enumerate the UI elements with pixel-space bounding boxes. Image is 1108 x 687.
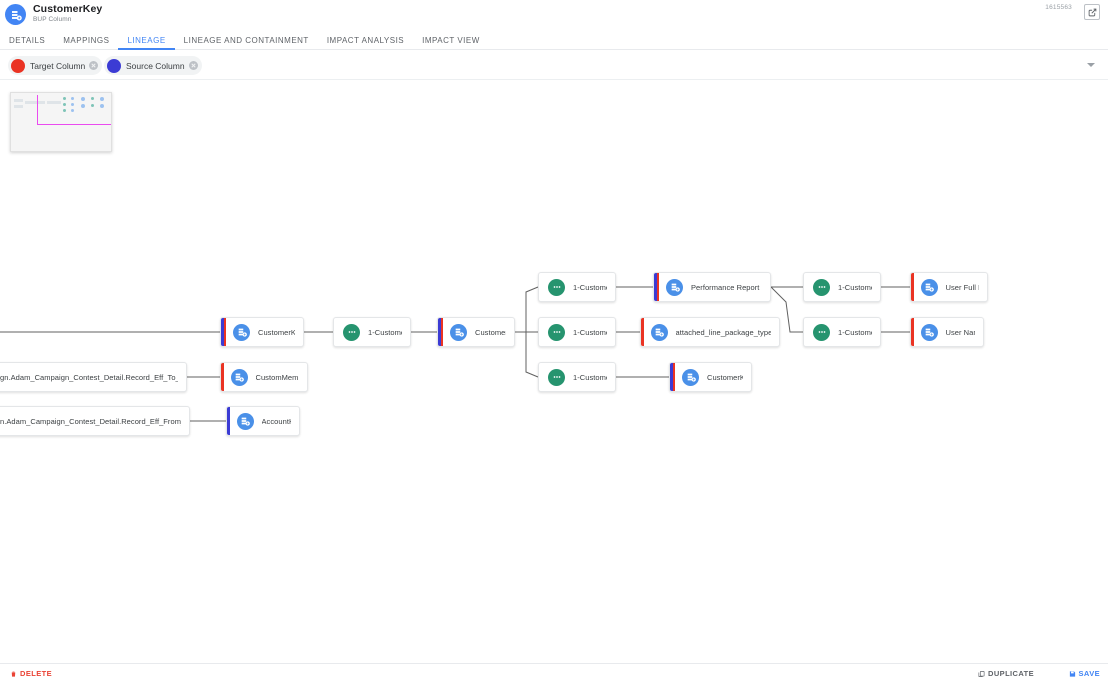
graph-node-label: CustomerKey [258,327,295,337]
tab-lineage[interactable]: LINEAGE [118,31,175,50]
dots-icon [343,323,360,341]
node-accent-bars [911,318,914,346]
graph-node-eff-to-dt[interactable]: gn.Adam_Campaign_Contest_Detail.Record_E… [0,362,187,392]
tab-lineage-and-containment[interactable]: LINEAGE AND CONTAINMENT [183,35,309,45]
graph-node-user-name[interactable]: User Name [910,317,984,347]
graph-node-label: CustomerID [475,327,506,337]
graph-node-label: gn.Adam_Campaign_Contest_Detail.Record_E… [0,372,178,382]
target-column-color-dot [11,58,25,73]
tab-mappings[interactable]: MAPPINGS [63,35,110,45]
tab-impact-analysis[interactable]: IMPACT ANALYSIS [326,35,405,45]
source-column-color-dot [107,58,121,73]
graph-node-customer-4[interactable]: 1-Customer-4 [538,317,616,347]
graph-node-label: n.Adam_Campaign_Contest_Detail.Record_Ef… [0,416,181,426]
record-id: 1615563 [1045,4,1072,11]
database-plus-icon [920,323,938,341]
graph-node-customer-1[interactable]: 1-Customer-1 [538,362,616,392]
duplicate-button[interactable]: DUPLICATE [978,669,1034,678]
database-plus-icon [233,323,250,341]
dots-icon [813,323,830,341]
graph-node-label: CustomerKey [707,372,743,382]
dots-icon [548,368,565,386]
graph-node-customer-3[interactable]: 1-Customer-3 [333,317,411,347]
filter-chip-target-column[interactable]: Target Column [8,56,103,75]
dots-icon [813,278,830,296]
tab-bar: DETAILS MAPPINGS LINEAGE LINEAGE AND CON… [0,31,1108,50]
dots-icon [548,323,565,341]
trash-icon [11,671,16,677]
minimap-viewport[interactable] [37,95,111,125]
graph-node-customerid[interactable]: CustomerID [437,317,515,347]
graph-minimap[interactable] [10,92,112,152]
graph-node-label: User Full Name [945,282,980,292]
graph-node-label: 1-Customer-4 [573,327,607,337]
graph-node-label: CustomMembers [255,372,300,382]
chevron-down-icon[interactable] [1087,63,1095,67]
close-icon[interactable] [89,61,99,70]
database-plus-icon [920,278,938,296]
duplicate-button-label: DUPLICATE [988,669,1034,678]
database-plus-icon [450,323,467,341]
graph-node-customer-5[interactable]: 1-Customer-5 [538,272,616,302]
graph-edges [0,286,910,422]
node-accent-bars [670,363,675,391]
database-plus-icon [5,4,26,25]
save-icon [1069,670,1075,677]
graph-node-accountkey[interactable]: AccountKey [226,406,300,436]
node-accent-bars [221,318,226,346]
tab-impact-view[interactable]: IMPACT VIEW [422,35,480,45]
close-icon[interactable] [188,61,198,70]
delete-button[interactable]: DELETE [10,669,52,678]
node-accent-bars [911,273,914,301]
graph-node-label: AccountKey [261,416,292,426]
graph-node-perf-report-dsu[interactable]: Performance Report DSU [653,272,771,302]
tab-details[interactable]: DETAILS [9,35,46,45]
graph-node-eff-from-dt[interactable]: n.Adam_Campaign_Contest_Detail.Record_Ef… [0,406,190,436]
save-button-label: SAVE [1078,669,1100,678]
lineage-graph-canvas[interactable]: gn.Adam_Campaign_Contest_Detail.Record_E… [0,80,1108,662]
graph-node-label: 1-Customer-5 [573,282,607,292]
database-plus-icon [682,368,699,386]
graph-node-customer-6[interactable]: 1-Customer-6 [803,272,881,302]
page-subtitle: BUP Column [33,16,72,23]
database-plus-icon [230,368,248,386]
node-accent-bars [654,273,659,301]
filter-chip-label: Target Column [30,60,86,71]
database-plus-icon [236,412,254,430]
node-accent-bars [641,318,644,346]
node-accent-bars [221,363,224,391]
filter-bar: Target Column Source Column [0,51,1108,80]
graph-node-user-full-name[interactable]: User Full Name [910,272,988,302]
graph-node-label: Performance Report DSU [691,282,762,292]
filter-chip-source-column[interactable]: Source Column [104,56,202,75]
node-accent-bars [227,407,230,435]
database-plus-icon [650,323,668,341]
graph-node-customer-7[interactable]: 1-Customer-7 [803,317,881,347]
node-accent-bars [438,318,443,346]
graph-node-attached-line[interactable]: attached_line_package_type_id [640,317,780,347]
page-header: CustomerKey BUP Column 1615563 [0,0,1108,30]
filter-chip-label: Source Column [126,60,185,71]
graph-node-custommembers[interactable]: CustomMembers [220,362,308,392]
dots-icon [548,278,565,296]
delete-button-label: DELETE [20,669,52,678]
database-plus-icon [666,278,683,296]
page-title: CustomerKey [33,3,103,15]
graph-node-customerkey-left[interactable]: CustomerKey [220,317,304,347]
action-footer: DELETE DUPLICATE SAVE [0,663,1108,687]
graph-node-label: 1-Customer-1 [573,372,607,382]
copy-icon [978,670,985,677]
save-button[interactable]: SAVE [1069,669,1100,678]
graph-node-label: 1-Customer-7 [838,327,872,337]
graph-node-label: 1-Customer-6 [838,282,872,292]
graph-node-customerkey-r[interactable]: CustomerKey [669,362,752,392]
open-in-new-icon[interactable] [1084,4,1100,20]
graph-node-label: attached_line_package_type_id [675,327,772,337]
graph-node-label: User Name [945,327,976,337]
graph-node-label: 1-Customer-3 [368,327,402,337]
